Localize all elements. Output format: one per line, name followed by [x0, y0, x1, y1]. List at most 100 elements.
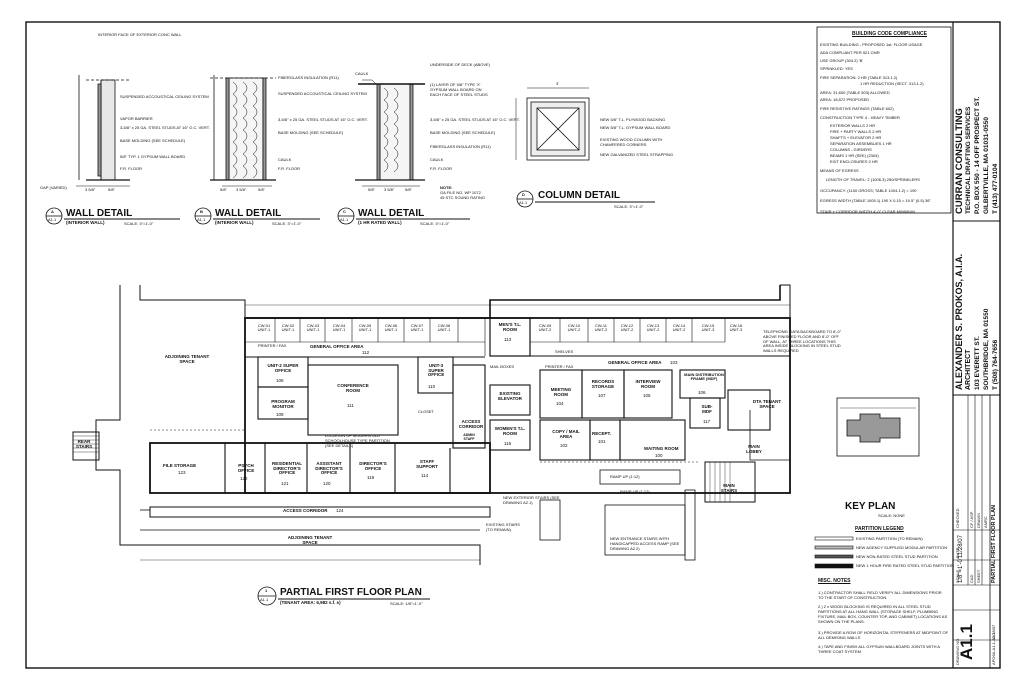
room-label: RESIDENTIAL DIRECTOR'S OFFICE	[271, 461, 302, 475]
code-line: SEPARATION ASSEMBLIES 1 HR	[830, 141, 892, 146]
code-line: USE GROUP (304.2) 'B'	[820, 58, 864, 63]
code-line: EXIT ENCLOSURES 2 HR	[830, 159, 878, 164]
detail-c-note-7: F.R. FLOOR	[430, 166, 453, 171]
detail-b-note-4: CAULK	[278, 157, 292, 162]
detail-c-note-1: CAULK	[355, 71, 369, 76]
code-line: BEAMS 1 HR (SEE) (2304)	[830, 153, 879, 158]
wall-detail-b-drawing	[210, 75, 276, 187]
callout-ramp-up-2: RAMP UP (1:12)	[620, 489, 650, 494]
key-plan-title: KEY PLAN	[845, 501, 896, 512]
code-line: SHAFTS + ELEVATOR 2 HR	[830, 135, 882, 140]
callout-entrance-stairs: NEW ENTRANCE STAIRS WITH HANDICAPPED ACC…	[610, 536, 680, 551]
tb-sheet-title: PARTIAL FIRST FLOOR PLAN	[991, 504, 997, 583]
room-num: 114	[421, 473, 429, 478]
legend-item: NEW 1 HOUR FIRE RATED STEEL STUD PARTITI…	[856, 563, 954, 568]
callout-mail-boxes: MAIL BOXES	[490, 364, 515, 369]
detail-a-dim-1: 3 5/8"	[85, 187, 96, 192]
architect-address-2: SOUTHBRIDGE, MA 01550	[983, 308, 990, 390]
room-label: CONFERENCE ROOM	[337, 383, 369, 393]
workstation-label: CW-16 UNIT-3	[729, 323, 743, 332]
note-item: 3.) PROVIDE A ROW OF HORIZONTAL STIFFENE…	[818, 630, 949, 640]
room-label: PSYCH OFFICE	[237, 463, 255, 473]
column-note-0: NEW 5/8" T.L. PLYWOOD BACKING	[600, 117, 666, 122]
detail-a-note-2: VAPOR BARRIER	[120, 116, 153, 121]
code-title: BUILDING CODE COMPLIANCE	[852, 31, 927, 37]
room-label: WAITING ROOM	[644, 446, 679, 451]
room-label: ACCESS CORRIDOR	[458, 419, 484, 429]
workstation-label: CW-06 UNIT-1	[384, 323, 398, 332]
room-label: MAIN DISTRIBUTION FRAME (MDF)	[684, 372, 724, 381]
code-line: SPRINKLED: YES	[820, 66, 853, 71]
room-num: 111	[347, 403, 354, 408]
room-label: STAFF SUPPORT	[416, 459, 438, 469]
column-note-2: EXISTING WOOD COLUMN WITH CHAMFERED CORN…	[600, 137, 663, 147]
callout-shelves: SHELVES	[555, 349, 574, 354]
wall-detail-a-title: WALL DETAIL	[66, 208, 133, 219]
column-detail-title: COLUMN DETAIL	[538, 190, 621, 201]
workstation-label: CW-14 UNIT-2	[672, 323, 686, 332]
callout-partition: LOCATION OF MODERN OLD SCHOOLHOUSE TYPE …	[325, 433, 390, 448]
tb-label-cad: CAD	[969, 574, 974, 583]
room-num: 104	[556, 401, 564, 406]
code-line: COLUMNS - GIRDERS	[830, 147, 872, 152]
detail-c-note-0: UNDERSIDE OF DECK (ABOVE)	[430, 62, 491, 67]
workstation-label: CW-02 UNIT-1	[281, 323, 295, 332]
sheet-border	[25, 21, 1001, 669]
code-line: 1 HR REDUCTION (SECT. 313.1.2)	[860, 81, 924, 86]
legend-item: NEW NON-RATED STEEL STUD PARTITION	[856, 554, 938, 559]
tb-drawn: AMRC	[983, 516, 988, 528]
plan-subtitle: (TENANT AREA: 6,982 s.f. ±)	[280, 600, 341, 605]
code-line: OCCUPANCY: (1100 GROSS; TABLE 1004.1.2) …	[820, 188, 917, 193]
room-num: 119	[367, 475, 375, 480]
room-label: COPY / MAIL AREA	[552, 429, 580, 439]
detail-a-note-3: 3-5/8" x 25 GA. STEEL STUDS AT 16" O.C. …	[120, 125, 210, 130]
column-note-1: NEW 5/8" T.L. GYPSUM WALL BOARD	[600, 125, 671, 130]
code-line: EXISTING BUILDING - PROPOSED 1st. FLOOR …	[820, 42, 923, 47]
legend-item: NEW AGENCY SUPPLIED MODULAR PARTITION	[856, 545, 948, 550]
wall-detail-c-subtitle: (1 HR RATED WALL)	[358, 220, 402, 225]
detail-c-note-6: CAULK	[430, 157, 444, 162]
code-line: MEANS OF EGRESS	[820, 168, 859, 173]
key-plan-scale: SCALE: NONE	[878, 513, 905, 518]
tb-label-sheet: SHEET	[976, 569, 981, 583]
tb-label-drawn: DRAWN	[976, 513, 981, 528]
titleblock-grid	[953, 395, 1000, 641]
workstation-label: CW-15 UNIT-3	[701, 323, 715, 332]
code-line: FIRE RESISTIVE RATINGS (TABLE 602)	[820, 106, 894, 111]
tb-date: 11/28/07	[958, 535, 964, 558]
workstation-label: CW-11 UNIT-2	[594, 323, 608, 332]
callout-exterior-stairs: NEW EXTERIOR STAIRS (SEE DRAWING A2.1)	[503, 495, 560, 505]
legend-title: PARTITION LEGEND	[855, 526, 904, 532]
workstation-label: CW-09 UNIT-2	[538, 323, 552, 332]
room-label: MAIN STAIRS	[720, 483, 738, 493]
room-label: INTERVIEW ROOM	[635, 379, 661, 389]
room-num: 109	[276, 412, 284, 417]
callout-closet: CLOSET	[418, 409, 435, 414]
detail-c-note-file: GA FILE NO. WP 1072	[440, 190, 481, 195]
code-line: EGRESS WIDTH (TABLE 1005.1) 190 X 0.15 =…	[820, 198, 931, 203]
wall-detail-a-subtitle: (INTERIOR WALL)	[66, 220, 105, 225]
column-dim: 3'	[556, 81, 559, 86]
firm-phone: T (413) 477-0104	[992, 163, 999, 214]
wall-detail-b-subtitle: (INTERIOR WALL)	[215, 220, 254, 225]
tag-a-sheet: A1.1	[48, 217, 57, 222]
callout-printer-fax-1: PRINTER / FAX	[258, 343, 287, 348]
callout-printer-fax-2: PRINTER / FAX	[545, 364, 574, 369]
legend-item: EXISTING PARTITION (TO REMAIN)	[856, 536, 923, 541]
plan-tag-number: 1	[265, 588, 268, 593]
firm-name: CURRAN CONSULTING	[954, 108, 965, 214]
room-label: DTA TENANT SPACE	[752, 399, 782, 409]
room-label: ASSISTANT DIRECTOR'S OFFICE	[315, 461, 343, 475]
room-label: UNIT-3 SUPER OFFICE	[427, 363, 445, 377]
tb-date-2: 11/28/07	[991, 624, 996, 640]
room-num: 106	[698, 390, 706, 395]
detail-c-note-5: FIBERGLASS INSULATION (R11)	[430, 144, 491, 149]
tag-c-letter: C	[343, 209, 346, 214]
firm-address-1: P.O. BOX 550 - 14 OFF PROSPECT ST.	[974, 96, 981, 214]
detail-b-dim-1: 3 5/8"	[236, 187, 247, 192]
wall-detail-b-scale: SCALE: 3"=1'-0"	[272, 221, 302, 226]
room-label: WOMEN'S T.L. ROOM	[494, 426, 526, 436]
wall-detail-a-scale: SCALE: 3"=1'-0"	[124, 221, 154, 226]
detail-b-note-2: 3-5/8" x 25 GA. STEEL STUDS AT 16" O.C. …	[278, 117, 368, 122]
